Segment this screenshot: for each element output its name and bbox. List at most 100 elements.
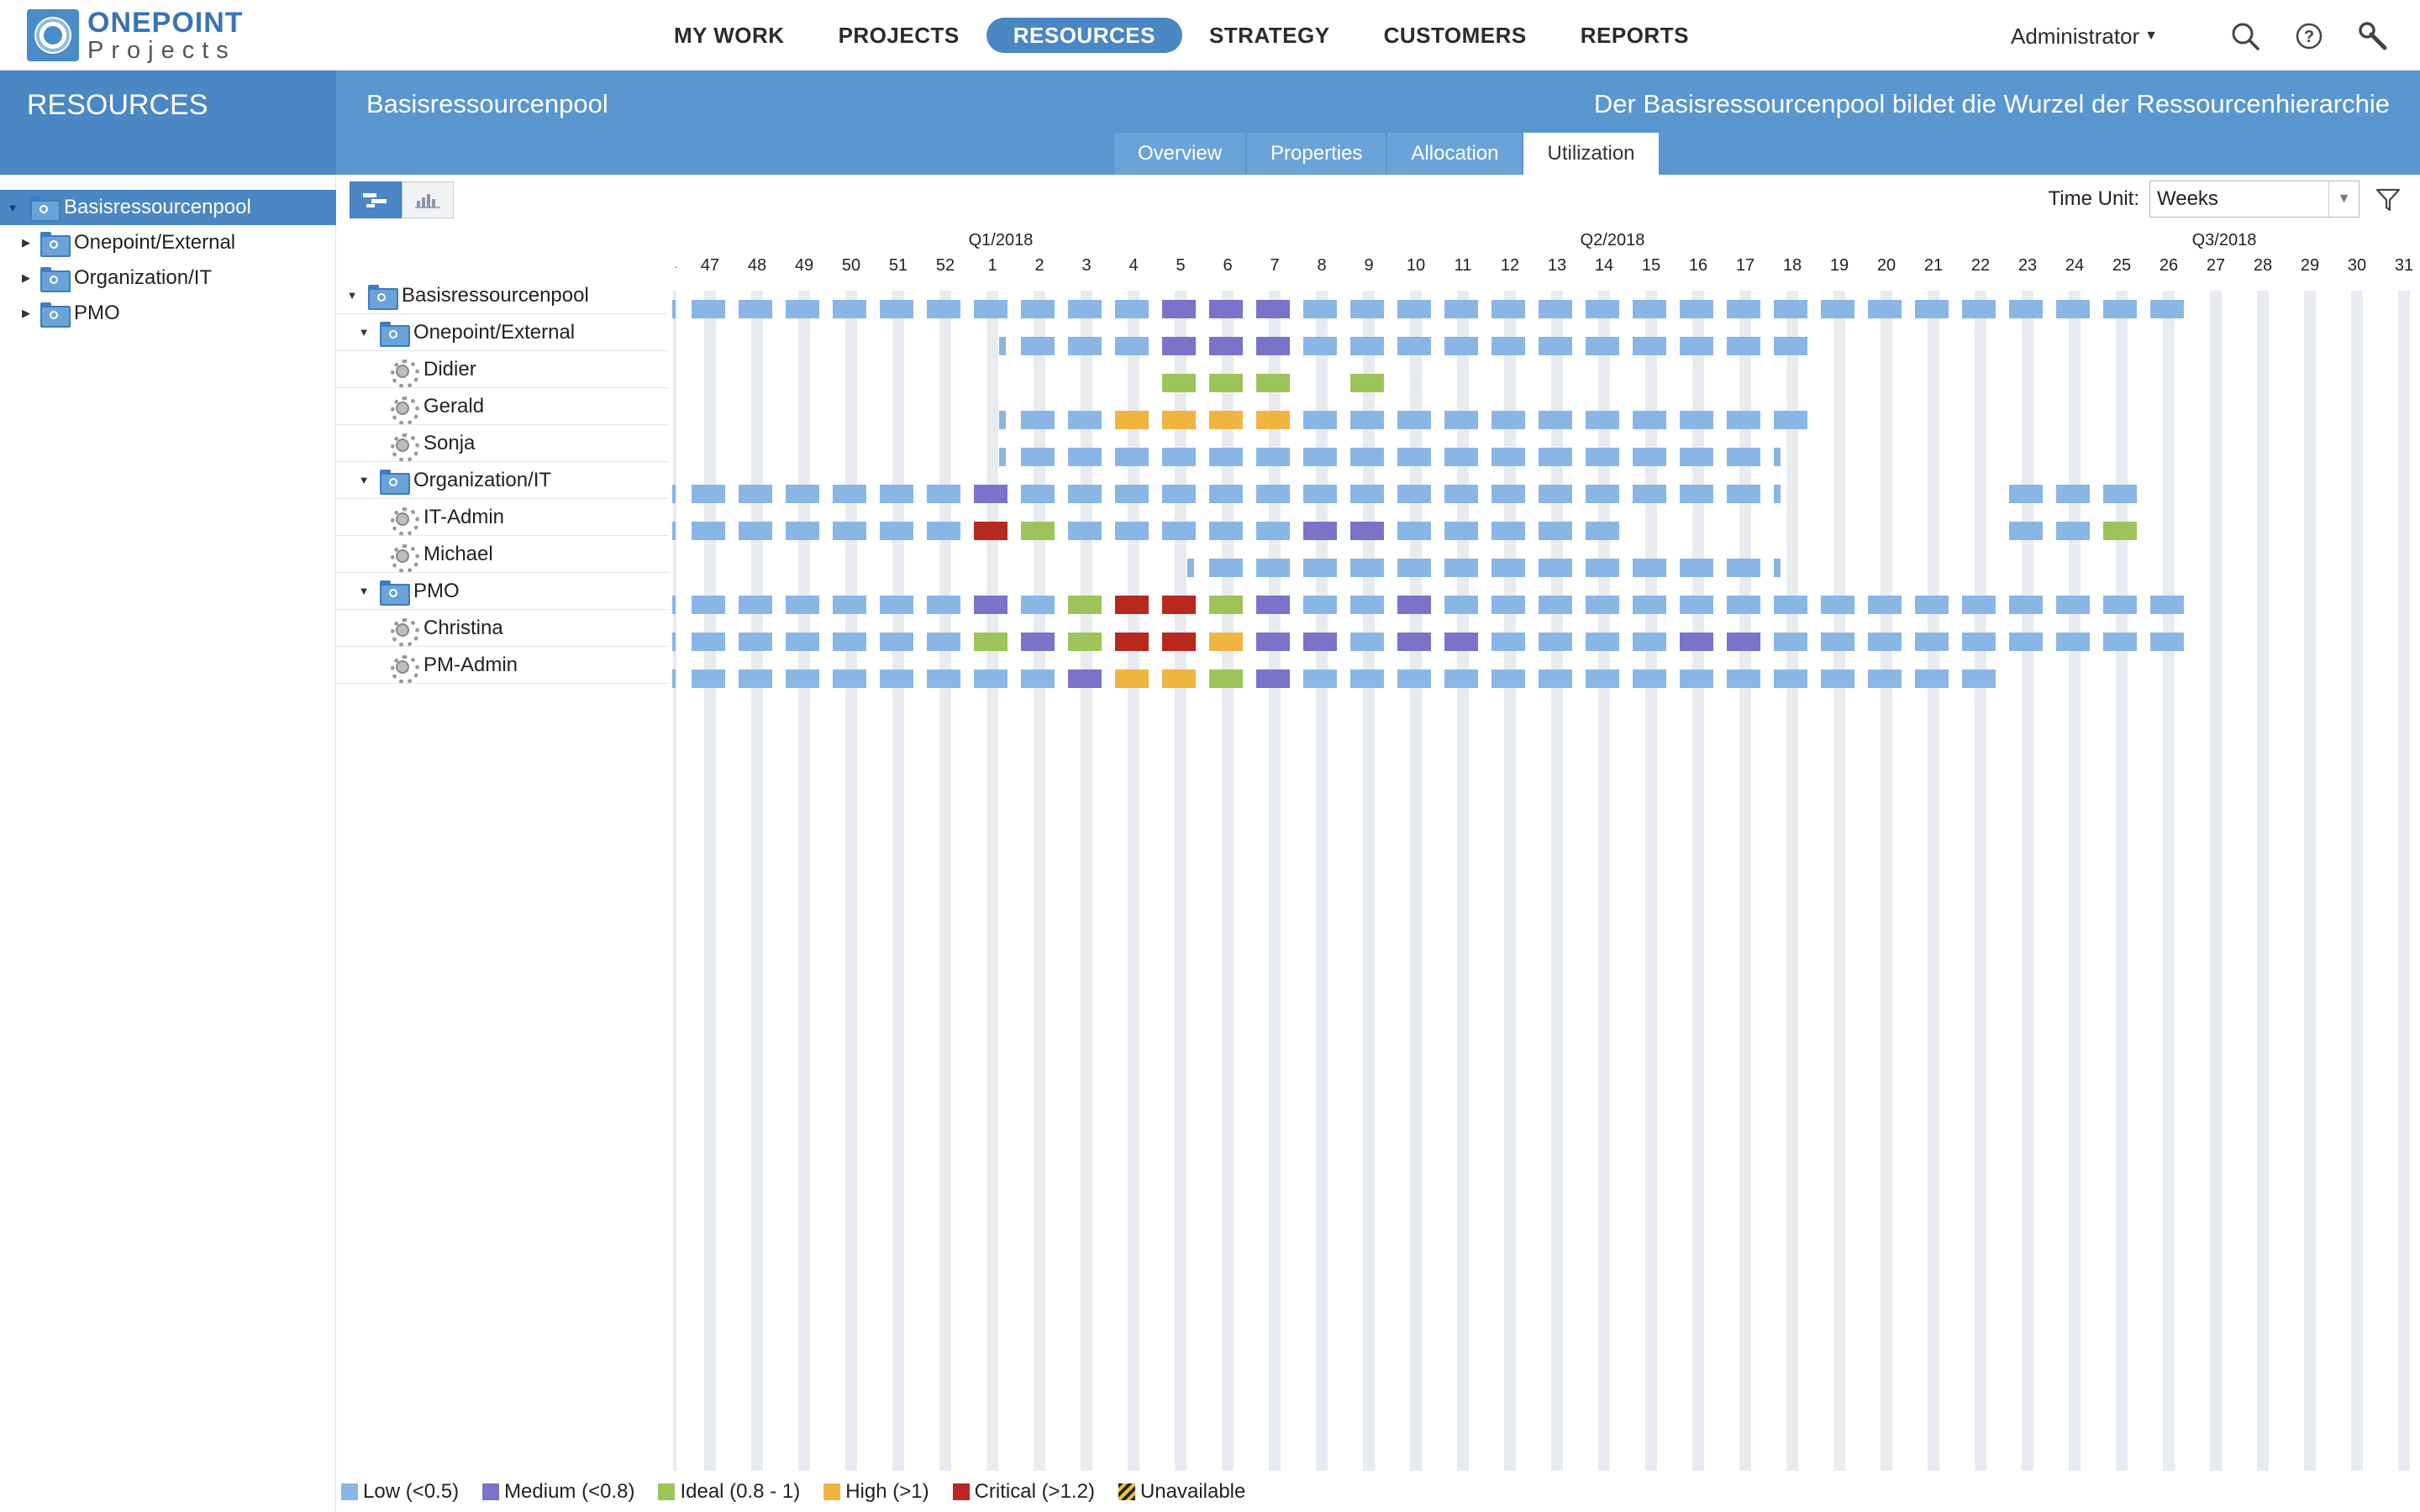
utilization-cell[interactable] (1303, 596, 1337, 614)
utilization-cell[interactable] (1633, 448, 1666, 466)
utilization-cell[interactable] (2103, 300, 2137, 318)
utilization-cell[interactable] (999, 337, 1006, 355)
nav-projects[interactable]: PROJECTS (838, 23, 960, 48)
utilization-cell[interactable] (1868, 596, 1902, 614)
utilization-cell[interactable] (1303, 411, 1337, 429)
utilization-cell[interactable] (1962, 633, 1996, 651)
utilization-cell[interactable] (2150, 300, 2184, 318)
utilization-cell[interactable] (1068, 669, 1102, 688)
utilization-cell[interactable] (1350, 559, 1384, 577)
utilization-cell[interactable] (1727, 485, 1760, 503)
tab-utilization[interactable]: Utilization (1523, 133, 1660, 175)
resource-row-it-admin[interactable]: IT-Admin (336, 499, 669, 536)
utilization-cell[interactable] (1397, 337, 1431, 355)
utilization-cell[interactable] (1068, 448, 1102, 466)
utilization-cell[interactable] (1303, 337, 1337, 355)
resource-row-onepoint-external[interactable]: ▼Onepoint/External (336, 314, 669, 351)
utilization-cell[interactable] (1115, 596, 1149, 614)
utilization-cell[interactable] (1727, 300, 1760, 318)
utilization-cell[interactable] (1915, 633, 1949, 651)
utilization-cell[interactable] (833, 522, 866, 540)
utilization-cell[interactable] (1444, 485, 1478, 503)
utilization-cell[interactable] (1586, 485, 1619, 503)
utilization-cell[interactable] (1350, 411, 1384, 429)
utilization-cell[interactable] (692, 522, 725, 540)
utilization-cell[interactable] (1162, 485, 1196, 503)
utilization-cell[interactable] (786, 300, 819, 318)
collapse-arrow-icon[interactable]: ▼ (346, 289, 358, 302)
utilization-cell[interactable] (1539, 669, 1572, 688)
utilization-cell[interactable] (1444, 669, 1478, 688)
user-menu[interactable]: Administrator (2011, 23, 2140, 49)
time-unit-select[interactable]: Weeks ▼ (2149, 181, 2360, 218)
utilization-cell[interactable] (1539, 522, 1572, 540)
utilization-cell[interactable] (1303, 485, 1337, 503)
utilization-cell[interactable] (1256, 411, 1290, 429)
utilization-cell[interactable] (1915, 669, 1949, 688)
expand-arrow-icon[interactable]: ▶ (22, 236, 30, 249)
utilization-cell[interactable] (786, 669, 819, 688)
utilization-cell[interactable] (2056, 633, 2090, 651)
utilization-cell[interactable] (1633, 411, 1666, 429)
utilization-cell[interactable] (1162, 633, 1196, 651)
utilization-cell[interactable] (1021, 633, 1055, 651)
nav-customers[interactable]: CUSTOMERS (1383, 23, 1527, 48)
utilization-cell[interactable] (1209, 669, 1243, 688)
utilization-cell[interactable] (1350, 448, 1384, 466)
gantt-view-button[interactable] (350, 181, 402, 218)
utilization-cell[interactable] (1491, 559, 1525, 577)
utilization-cell[interactable] (974, 522, 1007, 540)
utilization-cell[interactable] (1397, 669, 1431, 688)
utilization-cell[interactable] (1821, 633, 1854, 651)
utilization-cell[interactable] (1586, 411, 1619, 429)
utilization-cell[interactable] (927, 669, 960, 688)
utilization-cell[interactable] (1680, 337, 1713, 355)
utilization-cell[interactable] (1209, 633, 1243, 651)
utilization-cell[interactable] (2103, 633, 2137, 651)
utilization-cell[interactable] (1256, 522, 1290, 540)
help-icon[interactable]: ? (2292, 19, 2326, 53)
utilization-cell[interactable] (1539, 337, 1572, 355)
utilization-cell[interactable] (1256, 669, 1290, 688)
utilization-cell[interactable] (692, 300, 725, 318)
utilization-cell[interactable] (974, 633, 1007, 651)
resource-row-pmo[interactable]: ▼PMO (336, 573, 669, 610)
utilization-cell[interactable] (692, 596, 725, 614)
utilization-cell[interactable] (1303, 559, 1337, 577)
resource-row-basisressourcenpool[interactable]: ▼Basisressourcenpool (336, 277, 669, 314)
utilization-cell[interactable] (1444, 596, 1478, 614)
utilization-cell[interactable] (1162, 448, 1196, 466)
utilization-cell[interactable] (1774, 596, 1807, 614)
utilization-cell[interactable] (2009, 300, 2043, 318)
utilization-cell[interactable] (1303, 633, 1337, 651)
utilization-cell[interactable] (1021, 337, 1055, 355)
collapse-arrow-icon[interactable]: ▼ (358, 474, 370, 486)
utilization-cell[interactable] (2056, 522, 2090, 540)
utilization-cell[interactable] (1633, 596, 1666, 614)
utilization-cell[interactable] (1162, 337, 1196, 355)
utilization-cell[interactable] (1962, 596, 1996, 614)
utilization-cell[interactable] (1680, 596, 1713, 614)
utilization-cell[interactable] (1115, 448, 1149, 466)
resource-row-michael[interactable]: Michael (336, 536, 669, 573)
utilization-cell[interactable] (974, 669, 1007, 688)
utilization-cell[interactable] (1821, 300, 1854, 318)
utilization-cell[interactable] (1680, 448, 1713, 466)
utilization-cell[interactable] (1350, 300, 1384, 318)
tree-item-organization-it[interactable]: ▶ Organization/IT (0, 260, 336, 296)
utilization-cell[interactable] (1633, 669, 1666, 688)
utilization-cell[interactable] (1774, 669, 1807, 688)
utilization-cell[interactable] (1068, 300, 1102, 318)
utilization-cell[interactable] (2150, 596, 2184, 614)
utilization-cell[interactable] (1068, 337, 1102, 355)
utilization-cell[interactable] (1397, 411, 1431, 429)
utilization-cell[interactable] (833, 633, 866, 651)
expand-arrow-icon[interactable]: ▶ (22, 271, 30, 284)
utilization-cell[interactable] (1868, 633, 1902, 651)
utilization-cell[interactable] (1491, 300, 1525, 318)
utilization-cell[interactable] (1774, 337, 1807, 355)
utilization-cell[interactable] (1586, 300, 1619, 318)
utilization-cell[interactable] (1680, 669, 1713, 688)
utilization-cell[interactable] (1115, 669, 1149, 688)
utilization-cell[interactable] (1727, 411, 1760, 429)
